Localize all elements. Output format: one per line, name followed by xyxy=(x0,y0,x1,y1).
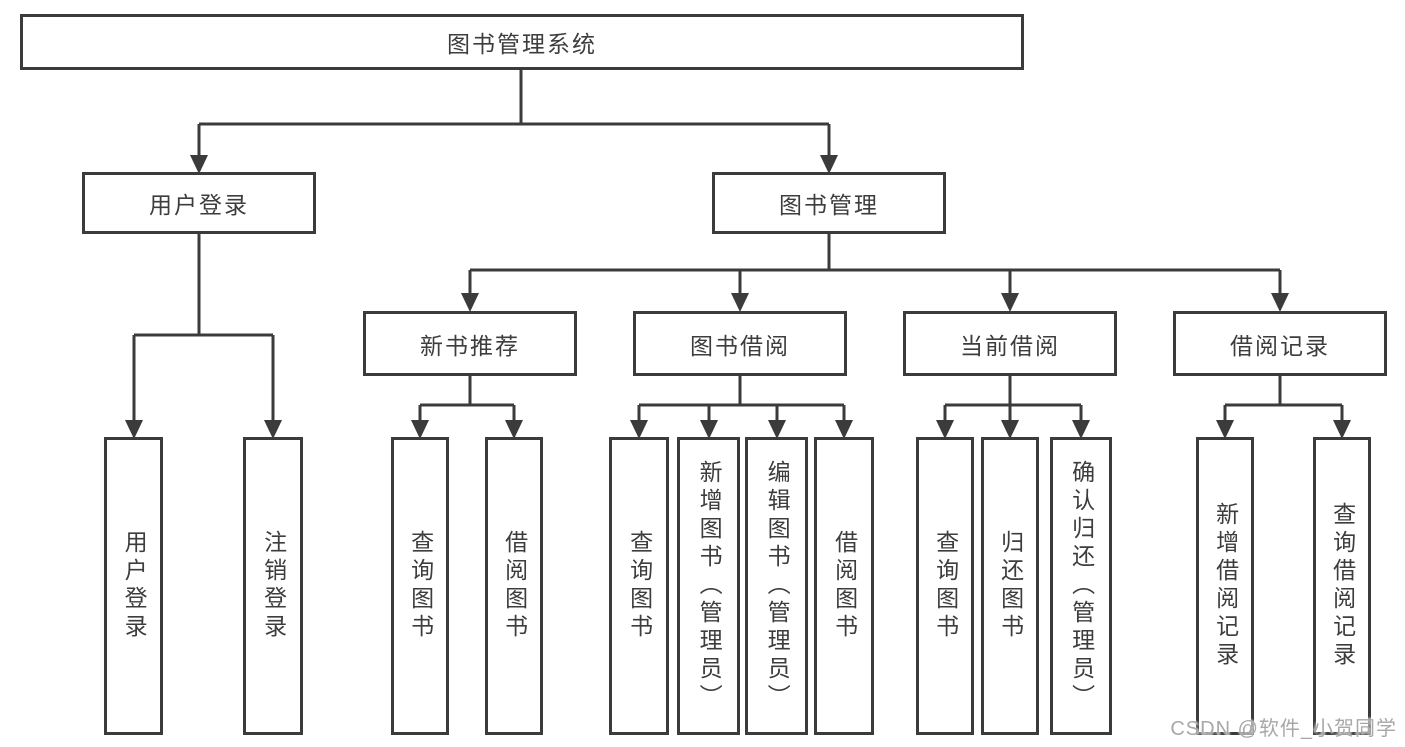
leaf-confirm-return-admin-label: 确认归还（管理员） xyxy=(1068,460,1095,712)
node-current-borrowing-label: 当前借阅 xyxy=(960,332,1060,359)
node-new-book-recommendation-label: 新书推荐 xyxy=(420,332,520,359)
leaf-borrow-books-borrowing: 借阅图书 xyxy=(814,437,874,735)
node-book-borrowing-label: 图书借阅 xyxy=(690,332,790,359)
leaf-query-books-recommend: 查询图书 xyxy=(391,437,449,735)
leaf-edit-book-admin-label: 编辑图书（管理员） xyxy=(764,460,791,712)
leaf-query-books-borrowing-label: 查询图书 xyxy=(626,530,653,642)
leaf-query-books-current: 查询图书 xyxy=(916,437,974,735)
node-current-borrowing: 当前借阅 xyxy=(903,311,1117,376)
leaf-user-login: 用户登录 xyxy=(104,437,163,735)
leaf-add-book-admin: 新增图书（管理员） xyxy=(677,437,740,735)
leaf-edit-book-admin: 编辑图书（管理员） xyxy=(745,437,808,735)
leaf-borrow-books-recommend: 借阅图书 xyxy=(485,437,543,735)
node-book-management-label: 图书管理 xyxy=(779,192,879,218)
node-borrowing-records-label: 借阅记录 xyxy=(1230,332,1330,359)
leaf-add-book-admin-label: 新增图书（管理员） xyxy=(696,460,723,712)
node-library-management-system-label: 图书管理系统 xyxy=(447,31,597,57)
csdn-watermark: CSDN @软件_小贺同学 xyxy=(1170,718,1397,740)
leaf-query-borrowing-record: 查询借阅记录 xyxy=(1313,437,1371,735)
leaf-confirm-return-admin: 确认归还（管理员） xyxy=(1050,437,1112,735)
node-new-book-recommendation: 新书推荐 xyxy=(363,311,577,376)
leaf-user-login-label: 用户登录 xyxy=(121,530,148,642)
node-user-login-label: 用户登录 xyxy=(149,192,249,218)
node-book-management: 图书管理 xyxy=(712,172,946,234)
leaf-query-books-recommend-label: 查询图书 xyxy=(407,530,434,642)
leaf-add-borrowing-record-label: 新增借阅记录 xyxy=(1212,502,1239,670)
node-book-borrowing: 图书借阅 xyxy=(633,311,847,376)
leaf-borrow-books-borrowing-label: 借阅图书 xyxy=(831,530,858,642)
leaf-return-books: 归还图书 xyxy=(981,437,1039,735)
node-user-login: 用户登录 xyxy=(82,172,316,234)
leaf-return-books-label: 归还图书 xyxy=(997,530,1024,642)
leaf-query-books-borrowing: 查询图书 xyxy=(609,437,669,735)
leaf-add-borrowing-record: 新增借阅记录 xyxy=(1196,437,1254,735)
leaf-borrow-books-recommend-label: 借阅图书 xyxy=(501,530,528,642)
node-library-management-system: 图书管理系统 xyxy=(20,14,1024,70)
leaf-query-borrowing-record-label: 查询借阅记录 xyxy=(1329,502,1356,670)
leaf-logout: 注销登录 xyxy=(243,437,303,735)
node-borrowing-records: 借阅记录 xyxy=(1173,311,1387,376)
leaf-logout-label: 注销登录 xyxy=(260,530,287,642)
leaf-query-books-current-label: 查询图书 xyxy=(932,530,959,642)
